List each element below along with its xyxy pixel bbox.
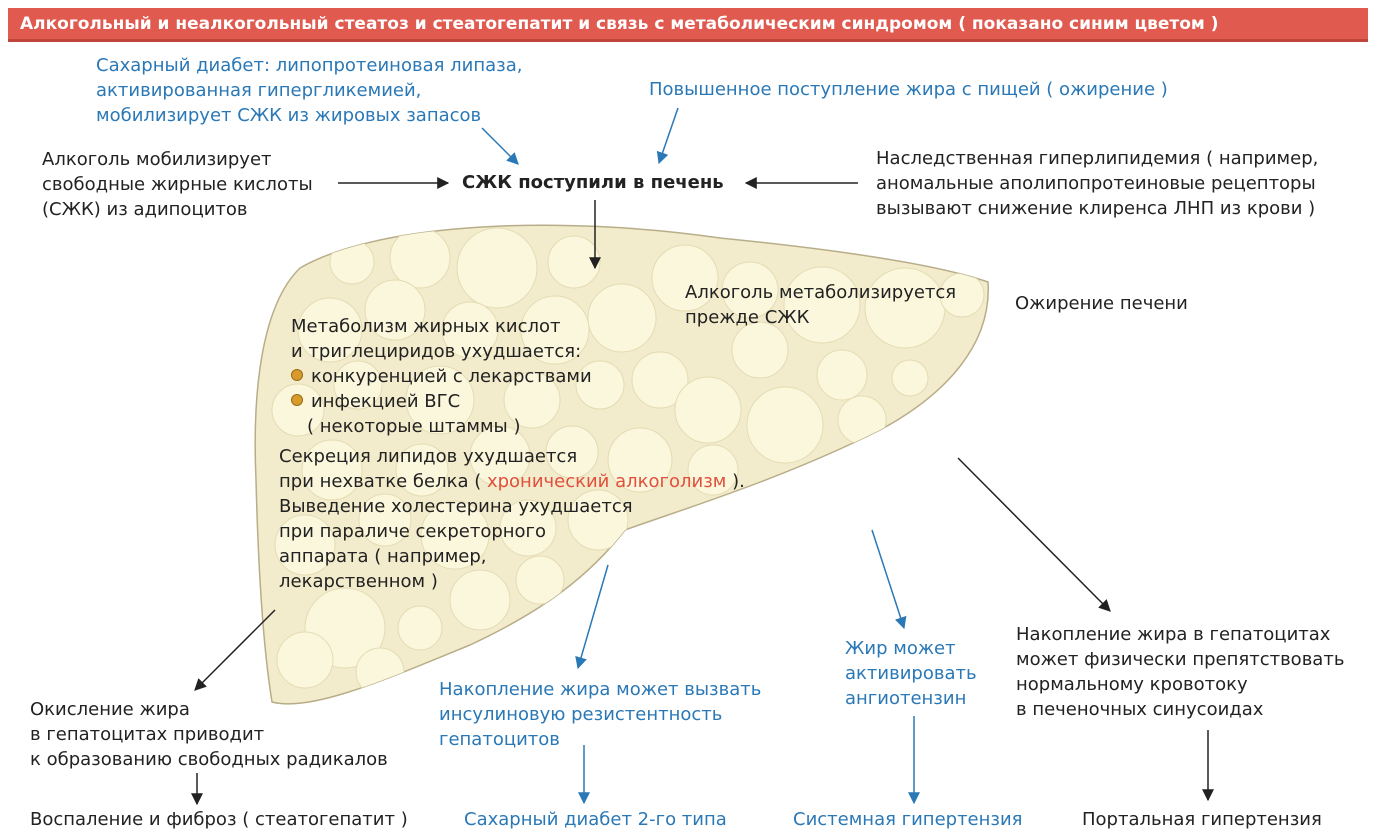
fat-droplet xyxy=(575,360,625,410)
fat-droplet xyxy=(449,569,511,631)
diet-fat-input-text: Повышенное поступление жира с пищей ( ож… xyxy=(649,79,1168,100)
fat-droplet xyxy=(503,371,561,429)
fat-droplet xyxy=(333,360,383,410)
arrow-liver-to-oxidation xyxy=(194,609,276,691)
fat-droplet xyxy=(607,427,673,493)
arrow-diet-to-ffa xyxy=(656,107,679,165)
fat-droplet xyxy=(687,444,739,496)
fat-droplet xyxy=(397,605,443,651)
fat-droplet xyxy=(674,376,742,444)
fat-droplet xyxy=(783,266,861,344)
angiotensin-text: Жир может активировать ангиотензин xyxy=(845,638,977,709)
fat-droplet xyxy=(891,359,929,397)
ffa-to-liver-label: СЖК поступили в печень xyxy=(462,172,724,193)
oxidation-text: Окисление жира в гепатоцитах приводит к … xyxy=(30,699,388,770)
fat-droplet xyxy=(456,227,538,309)
fat-droplet xyxy=(358,493,412,547)
bullet-icon xyxy=(291,369,303,381)
bullet-icon xyxy=(291,394,303,406)
fat-droplet xyxy=(631,351,689,409)
fat-droplet xyxy=(567,489,629,551)
fat-droplet xyxy=(389,227,451,289)
diabetes-type2-text: Сахарный диабет 2-го типа xyxy=(464,809,727,830)
secretion-text: Секреция липидов ухудшается при нехватке… xyxy=(279,446,745,592)
title-banner: Алкогольный и неалкогольный стеатоз и ст… xyxy=(8,8,1368,42)
fat-droplet xyxy=(499,499,557,557)
fat-droplet xyxy=(274,514,336,576)
systemic-hypertension-text: Системная гипертензия xyxy=(793,809,1023,830)
fat-droplet xyxy=(515,555,565,605)
page-title: Алкогольный и неалкогольный стеатоз и ст… xyxy=(20,14,1219,34)
fat-droplet xyxy=(469,425,531,487)
fat-droplet xyxy=(721,261,779,319)
fatty-liver-label: Ожирение печени xyxy=(1015,293,1188,314)
fat-droplet xyxy=(441,301,499,359)
fat-droplet xyxy=(520,295,590,365)
chronic-alcoholism-highlight: хронический алкоголизм xyxy=(486,471,727,492)
arrow-liver-to-bloodflow xyxy=(957,457,1111,612)
fat-droplet xyxy=(816,349,868,401)
portal-hypertension-text: Портальная гипертензия xyxy=(1082,809,1322,830)
diabetes-input-text: Сахарный диабет: липопротеиновая липаза,… xyxy=(96,55,523,126)
fat-droplet xyxy=(651,244,719,312)
fat-droplet xyxy=(587,283,657,353)
bloodflow-obstruction-text: Накопление жира в гепатоцитах может физи… xyxy=(1016,624,1345,720)
fat-droplets xyxy=(271,227,985,697)
impaired-metabolism-text: Метаболизм жирных кислот и триглециридов… xyxy=(291,316,592,437)
fat-droplet xyxy=(355,647,405,697)
alcohol-mobilize-text: Алкоголь мобилизирует свободные жирные к… xyxy=(42,149,313,220)
hereditary-hyperlipidemia-text: Наследственная гиперлипидемия ( например… xyxy=(876,148,1319,219)
fat-droplet xyxy=(297,297,363,363)
fat-droplet xyxy=(405,365,475,435)
fat-droplet xyxy=(395,443,449,497)
arrow-diabetes-to-ffa xyxy=(481,127,519,165)
fat-droplet xyxy=(731,321,789,379)
fat-droplet xyxy=(547,235,601,289)
fat-droplet xyxy=(301,439,363,501)
fat-droplet xyxy=(420,500,490,570)
inflammation-fibrosis-text: Воспаление и фиброз ( стеатогепатит ) xyxy=(30,809,408,830)
fat-droplet xyxy=(837,395,887,445)
alcohol-metabolized-text: Алкоголь метаболизируется прежде СЖК xyxy=(685,282,957,328)
fat-droplet xyxy=(545,425,599,479)
fat-droplet xyxy=(271,383,325,437)
fat-droplet xyxy=(364,279,426,341)
insulin-resistance-text: Накопление жира может вызвать инсулинову… xyxy=(439,679,762,750)
fat-droplet xyxy=(746,386,824,464)
fat-droplet xyxy=(276,631,334,689)
arrow-liver-to-insulin-resistance xyxy=(575,564,609,670)
arrow-liver-to-angiotensin xyxy=(871,529,907,630)
